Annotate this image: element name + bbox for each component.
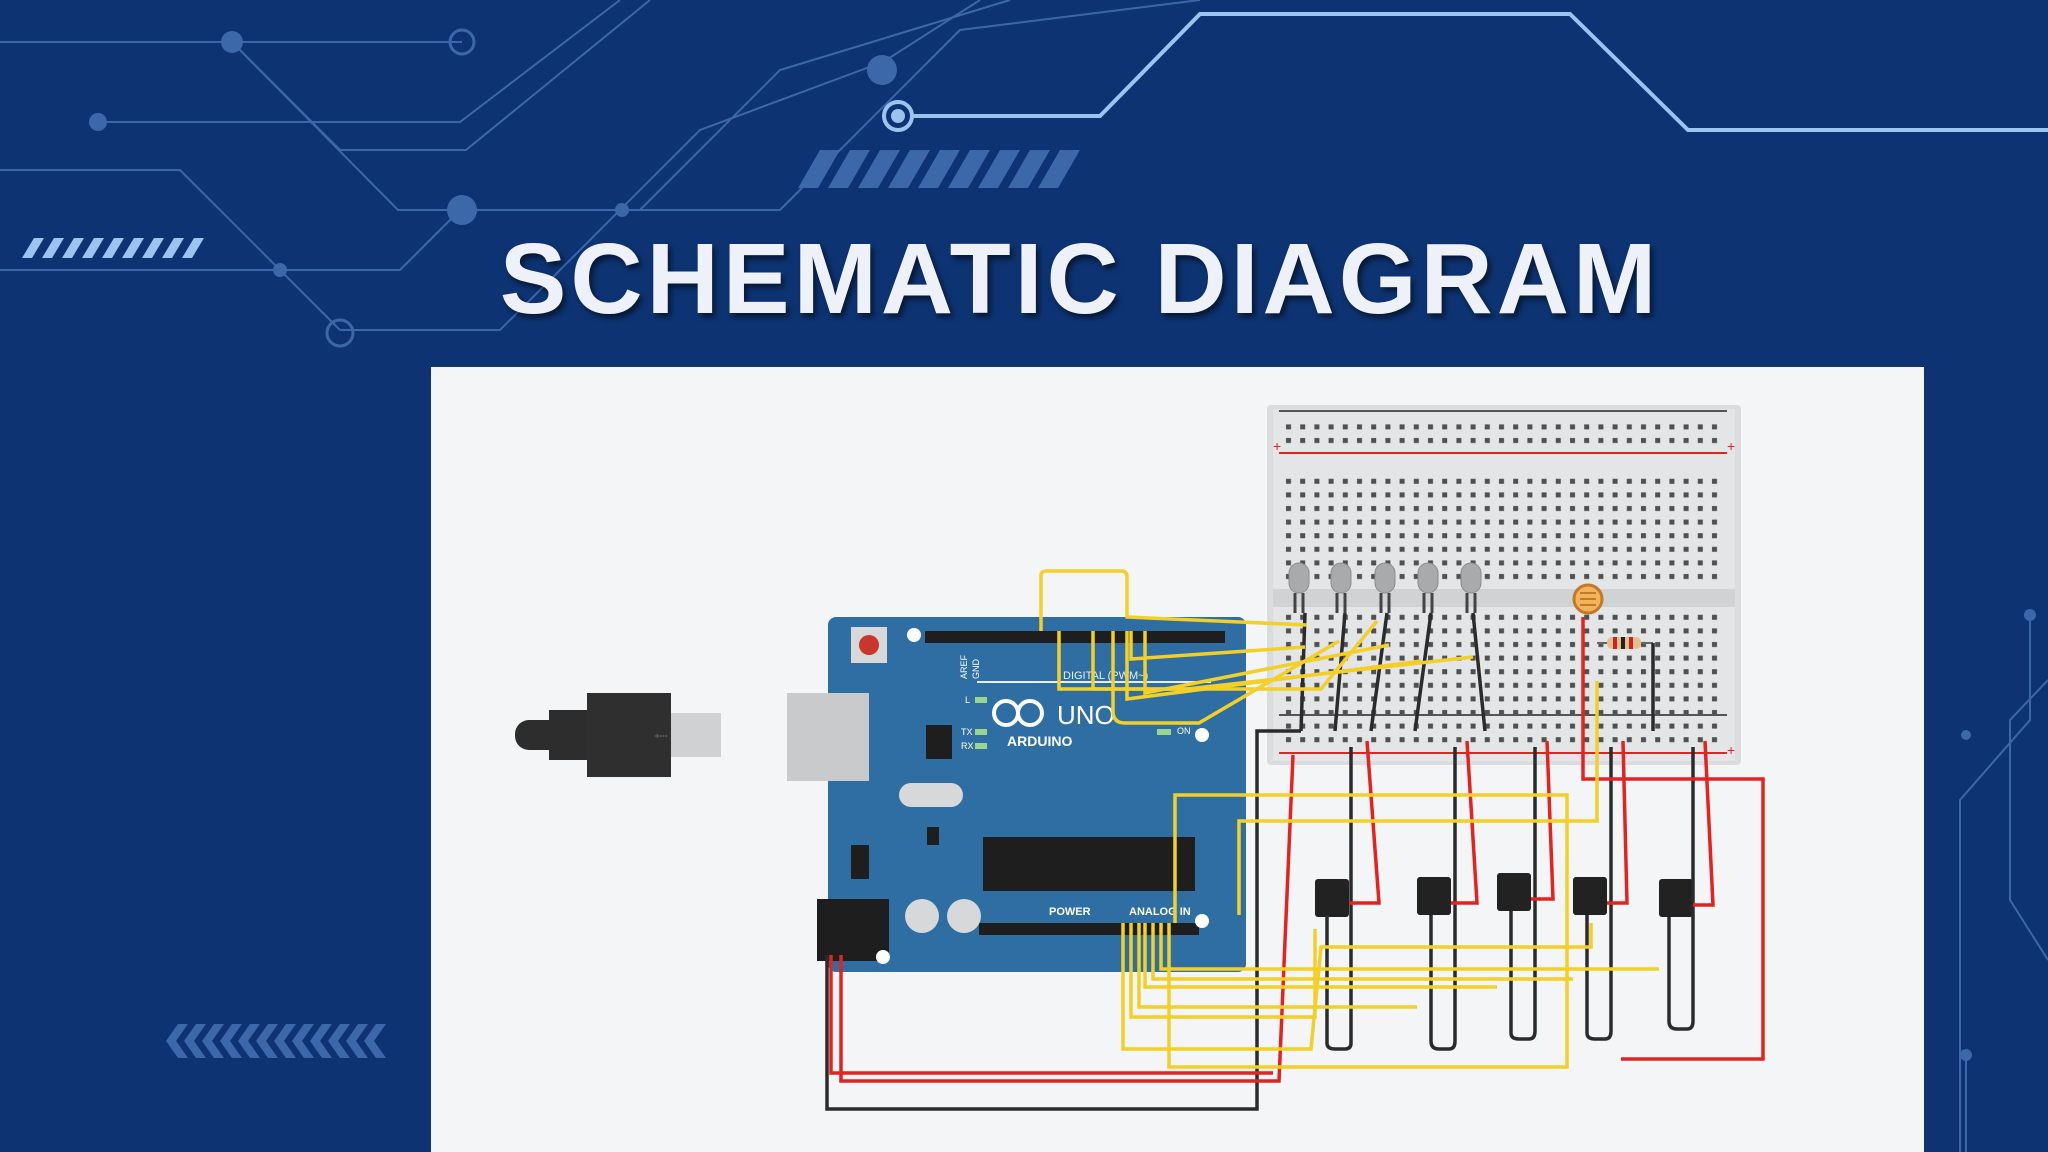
svg-text:+: + [1727, 438, 1735, 454]
digital-label: DIGITAL (PWM~) [1063, 670, 1148, 682]
breadboard: + + + [1267, 405, 1741, 765]
schematic-panel: + + + [431, 367, 1924, 1152]
on-label: ON [1177, 726, 1191, 736]
chevron-stripes [166, 1024, 386, 1058]
slash-stripes-left [22, 238, 204, 258]
photoresistor [1572, 583, 1604, 615]
wires-black [825, 612, 1695, 1111]
arduino-board [787, 617, 1246, 972]
l-label: L [965, 695, 970, 705]
highlight-trace [898, 12, 2048, 132]
circuit-schematic: + + + [515, 405, 1765, 1111]
svg-text:+: + [1727, 742, 1735, 758]
board-model: UNO [1057, 700, 1115, 730]
resistor [1597, 637, 1653, 649]
svg-text:+: + [1273, 438, 1281, 454]
wires-yellow [1039, 569, 1659, 1069]
board-brand: ARDUINO [1007, 733, 1072, 749]
temperature-sensors [1315, 873, 1693, 917]
tx-label: TX [961, 727, 973, 737]
wires-red [829, 617, 1765, 1083]
usb-icon: ⭪ [653, 724, 668, 748]
slash-stripes-top [798, 150, 1080, 188]
gnd-label: GND [971, 659, 981, 680]
led-row [1288, 562, 1482, 594]
power-label: POWER [1049, 906, 1091, 918]
analog-label: ANALOG IN [1129, 906, 1191, 918]
aref-label: AREF [959, 654, 969, 679]
slide-title: SCHEMATIC DIAGRAM [499, 223, 1661, 335]
rx-label: RX [961, 741, 974, 751]
